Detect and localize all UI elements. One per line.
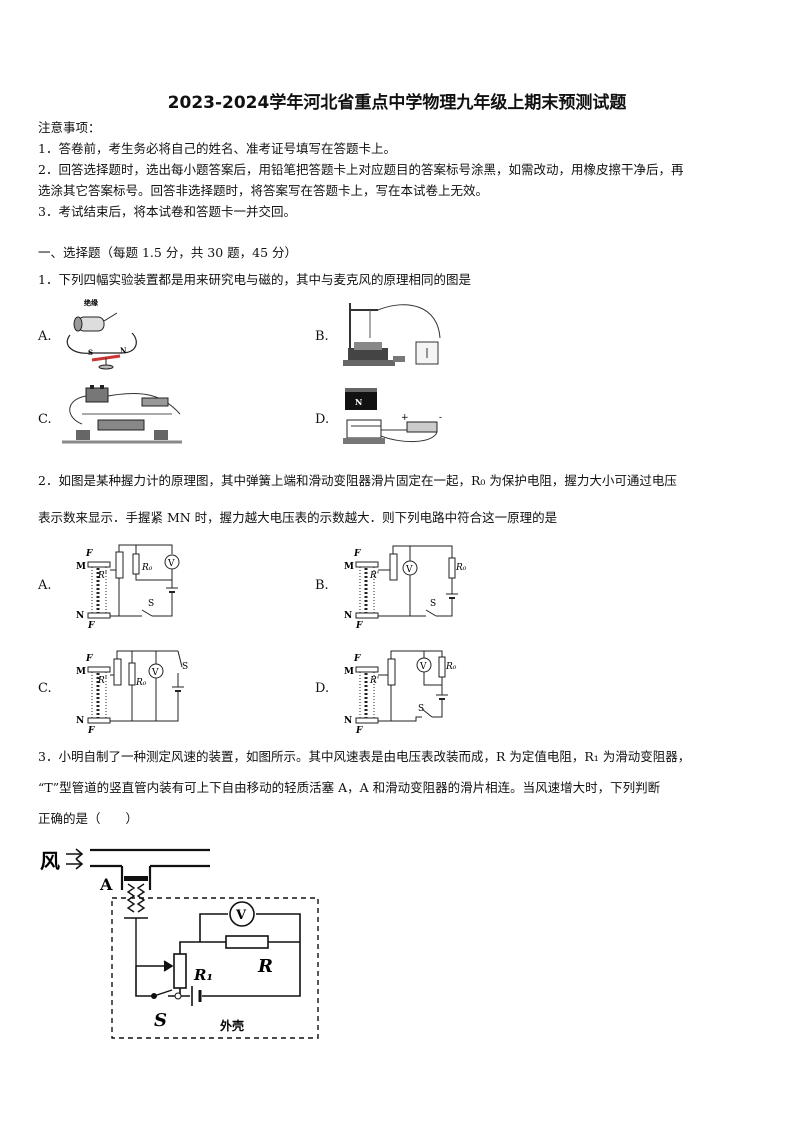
q2-a-s: S xyxy=(148,599,154,609)
q3-wind-speed-device: 风 A V R₁ R S 外壳 xyxy=(40,848,319,1039)
q2-d-n: N xyxy=(344,716,352,726)
q1-figure-a: 绝缘 S N xyxy=(66,298,137,370)
q2-c-r0: R₀ xyxy=(135,678,147,688)
q2-d-f-top: F xyxy=(353,654,361,664)
q2-c-f-bot: F xyxy=(87,726,95,736)
q3-wind-label: 风 xyxy=(40,849,60,873)
q1-option-b-label: B. xyxy=(315,329,329,344)
q2-option-d-label: D. xyxy=(315,681,330,696)
notice-heading: 注意事项： xyxy=(38,120,101,135)
q1-d-minus: - xyxy=(439,413,442,423)
question-3-stem-line-3: 正确的是（ ） xyxy=(38,811,139,826)
question-3-stem-line-1: 3．小明自制了一种测定风速的装置，如图所示。其中风速表是由电压表改装而成，R 为… xyxy=(38,749,691,764)
q3-r1-label: R₁ xyxy=(193,966,213,984)
question-2-stem-line-1: 2．如图是某种握力计的原理图，其中弹簧上端和滑动变阻器滑片固定在一起，R₀ 为保… xyxy=(38,473,677,488)
q3-a-label: A xyxy=(99,875,113,894)
q2-c-n: N xyxy=(76,716,84,726)
q2-c-s: S xyxy=(182,662,188,672)
q2-a-v: V xyxy=(167,559,175,569)
q1-d-plus: + xyxy=(401,413,409,423)
q2-b-f-top: F xyxy=(353,549,361,559)
q1-option-c-label: C. xyxy=(38,412,52,427)
wind-arrows xyxy=(66,848,84,870)
q1-figure-d: N + - xyxy=(343,388,442,444)
q2-circuit-b: F F M N R' V R₀ S xyxy=(344,545,467,631)
paper-title: 2023-2024学年河北省重点中学物理九年级上期末预测试题 xyxy=(167,93,627,113)
q1-a-label-top: 绝缘 xyxy=(84,298,98,307)
q1-a-n: N xyxy=(120,346,127,355)
piston-a xyxy=(124,876,148,881)
q2-b-f-bot: F xyxy=(355,621,363,631)
q2-d-r0: R₀ xyxy=(445,662,457,672)
q1-option-a-label: A. xyxy=(38,329,52,344)
q2-d-r: R' xyxy=(369,676,379,686)
section-heading: 一、选择题（每题 1.5 分，共 30 题，45 分） xyxy=(38,245,298,260)
q2-b-m: M xyxy=(344,562,354,572)
q2-d-f-bot: F xyxy=(355,726,363,736)
q2-c-f-top: F xyxy=(85,654,93,664)
q2-option-c-label: C. xyxy=(38,681,52,696)
q2-a-r0: R₀ xyxy=(141,563,153,573)
q3-v-label: V xyxy=(235,908,247,923)
q2-a-f-bot: F xyxy=(87,621,95,631)
q2-option-a-label: A. xyxy=(38,578,52,593)
q2-b-r: R' xyxy=(369,571,379,581)
q2-b-r0: R₀ xyxy=(455,563,467,573)
q2-d-m: M xyxy=(344,667,354,677)
question-2-stem-line-2: 表示数来显示．手握紧 MN 时，握力越大电压表的示数越大．则下列电路中符合这一原… xyxy=(38,510,558,525)
notice-item-2: 2．回答选择题时，选出每小题答案后，用铅笔把答题卡上对应题目的答案标号涂黑，如需… xyxy=(38,162,684,177)
question-3-stem-line-2: “T”型管道的竖直管内装有可上下自由移动的轻质活塞 A，A 和滑动变阻器的滑片相… xyxy=(38,780,661,795)
q2-b-n: N xyxy=(344,611,352,621)
q2-circuit-c: F F M N R' R₀ V S xyxy=(76,650,188,736)
q2-a-f-top: F xyxy=(85,549,93,559)
notice-item-1: 1．答卷前，考生务必将自己的姓名、准考证号填写在答题卡上。 xyxy=(38,141,396,156)
q2-option-b-label: B. xyxy=(315,578,329,593)
q1-figure-c xyxy=(62,385,182,444)
q2-c-m: M xyxy=(76,667,86,677)
q2-d-v: V xyxy=(419,662,427,672)
question-1-stem: 1．下列四幅实验装置都是用来研究电与磁的，其中与麦克风的原理相同的图是 xyxy=(38,272,471,287)
q3-s-label: S xyxy=(154,1010,167,1031)
t-pipe xyxy=(90,848,210,890)
q2-c-r: R' xyxy=(97,676,107,686)
q1-a-s: S xyxy=(88,348,93,357)
q2-b-s: S xyxy=(430,599,436,609)
notice-item-3: 3．考试结束后，将本试卷和答题卡一并交回。 xyxy=(38,204,296,219)
q2-d-s: S xyxy=(418,704,424,714)
q2-circuit-a: F F M N R' R₀ V S xyxy=(76,544,180,631)
q2-b-v: V xyxy=(405,565,413,575)
q1-d-n: N xyxy=(355,397,362,407)
q2-c-v: V xyxy=(151,668,159,678)
q2-a-n: N xyxy=(76,611,84,621)
q2-circuit-d: F F M N R' V R₀ S xyxy=(344,650,457,736)
q1-figure-b xyxy=(343,303,441,366)
q1-option-d-label: D. xyxy=(315,412,330,427)
q3-shell-label: 外壳 xyxy=(220,1018,244,1033)
q2-a-m: M xyxy=(76,562,86,572)
notice-item-2-cont: 选涂其它答案标号。回答非选择题时，将答案写在答题卡上，写在本试卷上无效。 xyxy=(38,183,489,198)
springs xyxy=(124,883,148,919)
q2-a-r: R' xyxy=(97,571,107,581)
q3-r-label: R xyxy=(257,956,273,977)
outer-shell-dashed xyxy=(111,897,319,1039)
